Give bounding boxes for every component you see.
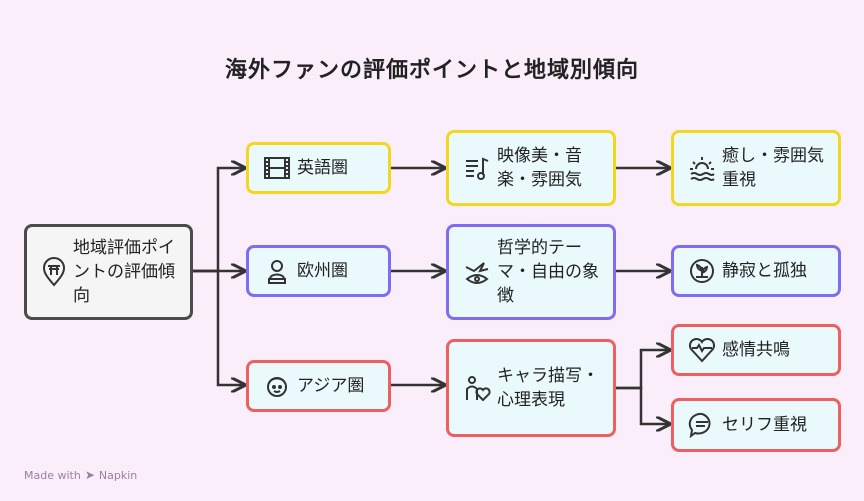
point-english-node: 映像美・音楽・雰囲気: [446, 130, 616, 206]
connector-root-asia: [191, 269, 243, 385]
bird-eye-icon: [457, 257, 497, 287]
music-notes-icon: [457, 153, 497, 183]
outcome-empathy-label: 感情共鳴: [722, 340, 790, 360]
point-english-label: 映像美・音楽・雰囲気: [497, 146, 582, 190]
outcome-healing-node: 癒し・雰囲気重視: [671, 130, 841, 206]
speech-bubble-icon: [682, 410, 722, 440]
torii-pin-icon: [35, 257, 73, 287]
region-english-label: 英語圏: [297, 158, 348, 178]
napkin-logo-icon: ➤: [84, 468, 95, 482]
point-europe-label: 哲学的テーマ・自由の象徴: [497, 238, 599, 306]
film-strip-icon: [257, 155, 297, 181]
point-asia-node: キャラ描写・心理表現: [446, 339, 616, 437]
region-asia-node: アジア圏: [246, 360, 391, 412]
bust-statue-icon: [257, 257, 297, 285]
point-asia-label: キャラ描写・心理表現: [497, 366, 599, 410]
connector-point-outcome-3: [614, 350, 668, 390]
region-english-node: 英語圏: [246, 142, 391, 194]
outcome-silence-node: 静寂と孤独: [671, 245, 841, 297]
connector-point-outcome-4: [614, 386, 668, 424]
outcome-empathy-node: 感情共鳴: [671, 324, 841, 376]
outcome-healing-label: 癒し・雰囲気重視: [722, 146, 824, 190]
outcome-silence-label: 静寂と孤独: [722, 261, 807, 281]
root-node: 地域評価ポイントの評価傾向: [24, 224, 193, 320]
footer: Made with ➤ Napkin: [24, 468, 137, 482]
region-europe-node: 欧州圏: [246, 245, 391, 297]
outcome-dialogue-label: セリフ重視: [722, 415, 807, 435]
region-europe-label: 欧州圏: [297, 261, 348, 281]
leaf-circle-icon: [682, 257, 722, 285]
outcome-dialogue-node: セリフ重視: [671, 398, 841, 452]
person-heart-icon: [457, 373, 497, 403]
footer-brand: Napkin: [98, 468, 138, 482]
heart-waves-icon: [682, 336, 722, 364]
region-asia-label: アジア圏: [297, 376, 365, 396]
point-europe-node: 哲学的テーマ・自由の象徴: [446, 224, 616, 320]
root-label: 地域評価ポイントの評価傾向: [73, 238, 175, 306]
sun-waves-icon: [682, 153, 722, 183]
footer-prefix: Made with: [24, 468, 81, 482]
connector-root-english: [191, 168, 243, 273]
face-icon: [257, 372, 297, 400]
page-title: 海外ファンの評価ポイントと地域別傾向: [224, 58, 639, 83]
